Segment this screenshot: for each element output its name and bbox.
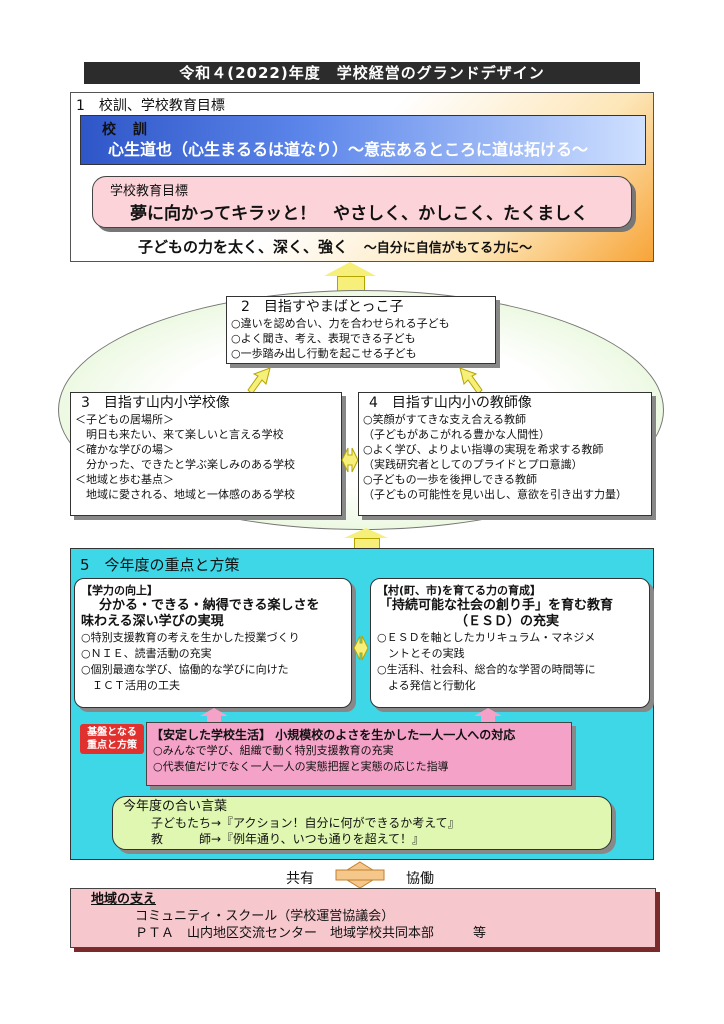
- list-item: 明日も来たい、来て楽しいと言える学校: [75, 428, 284, 441]
- priority-esd: 【村(町、市)を育てる力の育成】 「持続可能な社会の創り手」を育む教育 （ＥＳＤ…: [370, 578, 650, 708]
- section-ideal-school: 3 目指す山内小学校像 ＜子どもの居場所＞ 明日も来たい、来て楽しいと言える学校…: [70, 392, 342, 516]
- priority-title: 味わえる深い学びの実現: [81, 614, 224, 629]
- priority-title: 「持続可能な社会の創り手」を育む教育: [379, 598, 614, 613]
- collaboration-label: 協働: [406, 871, 434, 887]
- list-item: ○笑顔がすてきな支え合える教師: [363, 413, 527, 426]
- slogan-kids: 子どもたち→『アクション！自分に何ができるか考えて』: [151, 816, 460, 830]
- list-item: ＜地域と歩む基点＞: [75, 473, 174, 486]
- foundation-label: 【安定した学校生活】: [151, 728, 272, 742]
- goal-text: 夢に向かってキラッと！ やさしく、かしこく、たくましく: [130, 204, 589, 224]
- foundation-box: 【安定した学校生活】 小規模校のよさを生かした一人一人への対応 ○みんなで学び、…: [146, 722, 572, 786]
- double-arrow-icon: [335, 861, 385, 889]
- slogan-heading: 今年度の合い言葉: [123, 799, 228, 814]
- support-heading: 地域の支え: [91, 892, 157, 907]
- list-item: ○みんなで学び、組織で動く特別支援教育の充実: [153, 744, 394, 757]
- motto-box: [80, 115, 646, 165]
- list-item: よる発信と行動化: [377, 679, 476, 692]
- priority-title: （ＥＳＤ）の充実: [455, 614, 560, 629]
- share-label: 共有: [286, 871, 314, 887]
- up-arrow-icon: [474, 708, 502, 722]
- list-item: ○一歩踏み出し行動を起こせる子ども: [231, 347, 417, 360]
- list-item: ＜確かな学びの場＞: [75, 443, 174, 456]
- support-line: ＰＴＡ 山内地区交流センター 地域学校共同本部 等: [135, 926, 487, 941]
- motto-text: 心生道也（心生まるるは道なり）～意志あるところに道は拓ける～: [108, 140, 589, 159]
- section3-heading: 3 目指す山内小学校像: [81, 395, 230, 411]
- list-item: ントとその実践: [377, 647, 465, 660]
- goal-label: 学校教育目標: [110, 184, 189, 199]
- priority-title: 分かる・できる・納得できる楽しさを: [99, 598, 320, 613]
- foundation-title: 【安定した学校生活】 小規模校のよさを生かした一人一人への対応: [147, 723, 571, 743]
- foot-sub: ～自分に自信がもてる力に～: [363, 241, 533, 256]
- list-item: ○違いを認め合い、力を合わせられる子ども: [231, 317, 450, 330]
- list-item: ○子どもの一歩を後押しできる教師: [363, 473, 538, 486]
- up-arrow-icon: [200, 708, 228, 722]
- double-arrow-icon: [459, 367, 483, 394]
- section1-heading: 1 校訓、学校教育目標: [76, 98, 225, 114]
- list-item: ＩＣＴ活用の工夫: [81, 679, 180, 692]
- support-line: コミュニティ・スクール（学校運営協議会）: [135, 909, 395, 924]
- list-item: （実践研究者としてのプライドとプロ意識）: [363, 458, 583, 471]
- section1-foot: 子どもの力を太く、深く、強く ～自分に自信がもてる力に～: [138, 236, 532, 257]
- up-arrow-icon: [324, 262, 376, 292]
- list-item: 地域に愛される、地域と一体感のある学校: [75, 488, 295, 501]
- priority-academic: 【学力の向上】 分かる・できる・納得できる楽しさを 味わえる深い学びの実現 ○特…: [74, 578, 352, 708]
- list-item: ○生活科、社会科、総合的な学習の時間等に: [377, 663, 596, 676]
- list-item: ○特別支援教育の考えを生かした授業づくり: [81, 631, 300, 644]
- up-arrow-icon: [344, 528, 388, 550]
- foundation-heading: 小規模校のよさを生かした一人一人への対応: [275, 728, 516, 742]
- list-item: （子どもがあこがれる豊かな人間性）: [363, 428, 550, 441]
- slogan-teachers: 教 師→『例年通り、いつも通りを超えて！』: [151, 832, 424, 846]
- double-arrow-icon: [341, 447, 359, 473]
- list-item: ○個別最適な学び、協働的な学びに向けた: [81, 663, 289, 676]
- badge-line: 基盤となる: [87, 727, 137, 738]
- double-arrow-icon: [353, 635, 369, 661]
- priority-label: 【村(町、市)を育てる力の育成】: [377, 584, 542, 597]
- motto-label: 校 訓: [102, 122, 153, 138]
- list-item: ○ＥＳＤを軸としたカリキュラム・マネジメ: [377, 631, 596, 644]
- motto-slogan-box: 今年度の合い言葉 子どもたち→『アクション！自分に何ができるか考えて』 教 師→…: [112, 796, 612, 850]
- double-arrow-icon: [247, 367, 271, 394]
- foot-main: 子どもの力を太く、深く、強く: [138, 238, 349, 256]
- list-item: 分かった、できたと学ぶ楽しみのある学校: [75, 458, 295, 471]
- goal-box: [92, 176, 632, 228]
- list-item: ＜子どもの居場所＞: [75, 413, 174, 426]
- section4-heading: 4 目指す山内小の教師像: [369, 395, 532, 411]
- community-support-box: 地域の支え コミュニティ・スクール（学校運営協議会） ＰＴＡ 山内地区交流センタ…: [70, 888, 656, 948]
- list-item: ○よく学び、よりよい指導の実現を希求する教師: [363, 443, 604, 456]
- section5-heading: 5 今年度の重点と方策: [80, 556, 240, 574]
- list-item: （子どもの可能性を見い出し、意欲を引き出す力量）: [363, 488, 627, 501]
- priority-label: 【学力の向上】: [81, 584, 158, 597]
- badge-line: 重点と方策: [87, 740, 137, 751]
- list-item: ○ＮＩＥ、読書活動の充実: [81, 647, 212, 660]
- section-ideal-teacher: 4 目指す山内小の教師像 ○笑顔がすてきな支え合える教師 （子どもがあこがれる豊…: [358, 392, 652, 516]
- list-item: ○代表値だけでなく一人一人の実態把握と実態の応じた指導: [153, 760, 449, 773]
- page-title: 令和４(2022)年度 学校経営のグランドデザイン: [84, 62, 640, 84]
- section2-heading: 2 目指すやまばとっこ子: [241, 299, 404, 315]
- list-item: ○よく聞き、考え、表現できる子ども: [231, 332, 416, 345]
- foundation-badge: 基盤となる 重点と方策: [80, 724, 144, 754]
- section-ideal-child: 2 目指すやまばとっこ子 ○違いを認め合い、力を合わせられる子ども ○よく聞き、…: [226, 296, 496, 364]
